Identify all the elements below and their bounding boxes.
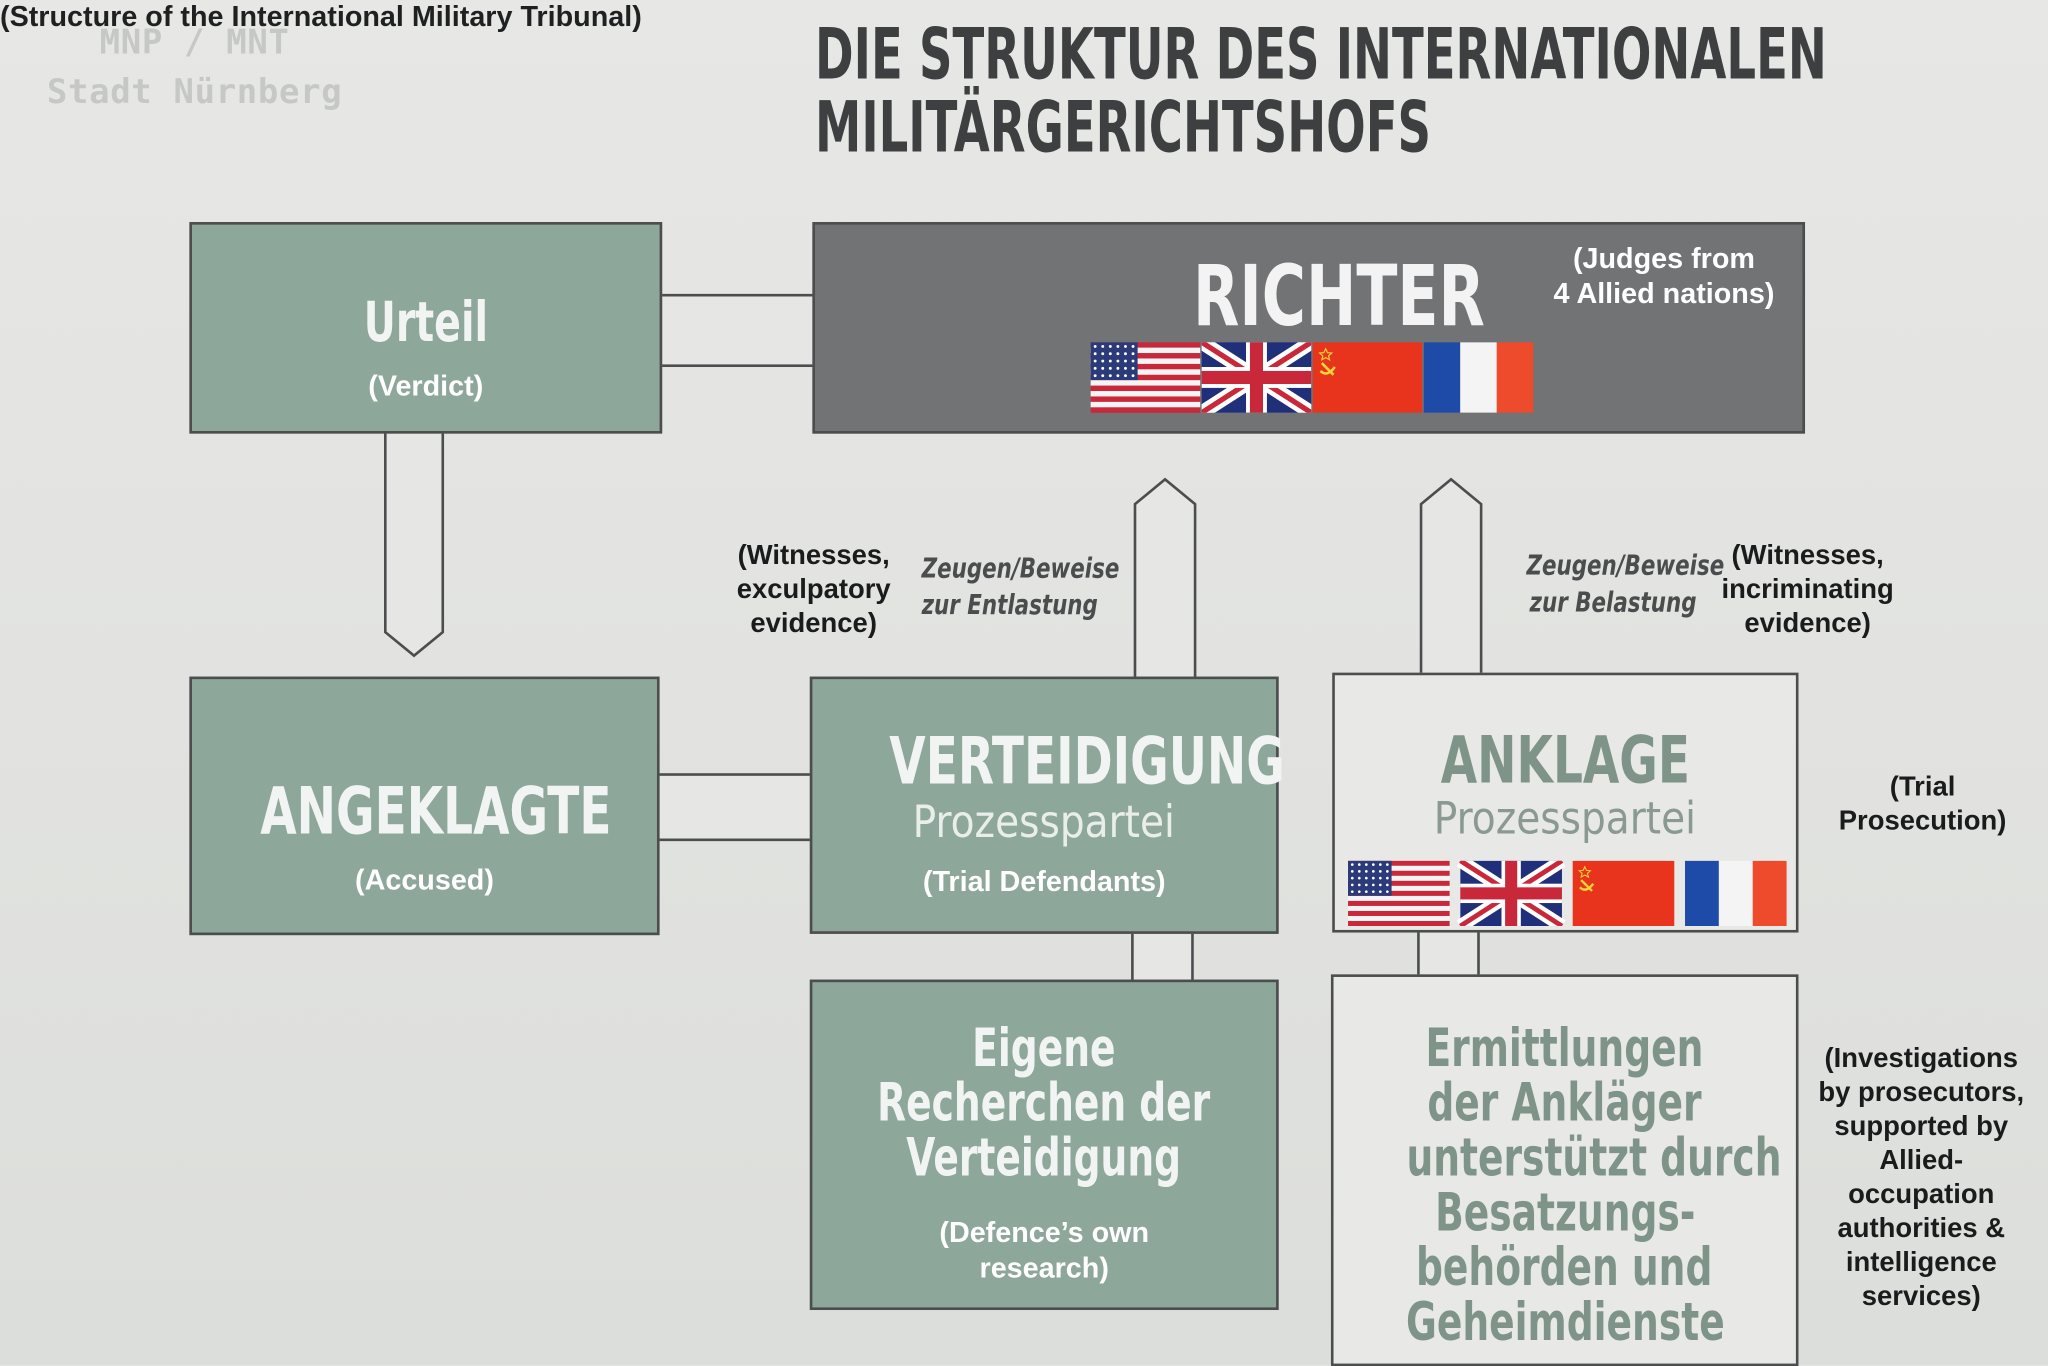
- annotation-investigations-line4: Allied-: [1879, 1145, 1964, 1176]
- ermittlungen-line6: Geheimdienste: [1405, 1293, 1725, 1354]
- annotation-exculpatory-english-line2: exculpatory: [736, 574, 891, 605]
- annotation-entlastung-german: Zeugen/Beweise zur Entlastung: [921, 550, 1120, 623]
- annotation-incriminating-english-line3: evidence): [1744, 608, 1871, 639]
- ermittlungen-line4: Besatzungs-: [1434, 1183, 1695, 1244]
- urteil-title: Urteil: [363, 289, 488, 354]
- box-urteil: Urteil (Verdict): [189, 222, 663, 434]
- ermittlungen-line2: der Ankläger: [1427, 1073, 1702, 1134]
- eigene-english-line2: research): [979, 1251, 1109, 1284]
- annotation-exculpatory-english-line1: (Witnesses,: [737, 540, 890, 571]
- page-subtitle: (Structure of the International Military…: [0, 0, 642, 33]
- eigene-english: (Defence’s own research): [812, 1215, 1276, 1286]
- connector-anklage-ermittlungen: [1417, 929, 1480, 980]
- urteil-english: (Verdict): [368, 369, 484, 403]
- annotation-investigations-line6: authorities &: [1837, 1213, 2006, 1244]
- watermark-line2: Stadt Nürnberg: [46, 73, 343, 113]
- france-flag: [1685, 860, 1787, 927]
- annotation-investigations-line8: services): [1861, 1281, 1981, 1312]
- anklage-title: ANKLAGE: [1440, 722, 1690, 799]
- annotation-entlastung-line1: Zeugen/Beweise: [921, 552, 1120, 584]
- title-line2: MILITÄRGERICHTSHOFS: [815, 86, 1432, 169]
- annotation-investigations-line1: (Investigations: [1824, 1043, 2019, 1074]
- angeklagte-title: ANGEKLAGTE: [260, 773, 612, 849]
- annotation-investigations-line3: supported by: [1834, 1111, 2009, 1142]
- eigene-english-line1: (Defence’s own: [939, 1215, 1150, 1249]
- annotation-entlastung-line2: zur Entlastung: [921, 589, 1098, 621]
- box-angeklagte: ANGEKLAGTE (Accused): [189, 676, 660, 936]
- ermittlungen-line1: Ermittlungen: [1425, 1018, 1704, 1079]
- arrow-anklage-to-richter: [1419, 477, 1483, 682]
- annotation-trial-prosecution-line1: (Trial: [1889, 771, 1956, 802]
- box-ermittlungen: Ermittlungen der Ankläger unterstützt du…: [1330, 974, 1799, 1366]
- usa-flag: [1348, 860, 1450, 927]
- richter-english-line2: 4 Allied nations): [1553, 276, 1775, 310]
- page-title: DIE STRUKTUR DES INTERNATIONALEN MILITÄR…: [815, 18, 1990, 164]
- anklage-subtitle: Prozesspartei: [1434, 792, 1697, 846]
- verteidigung-title: VERTEIDIGUNG: [889, 723, 1285, 800]
- arrow-verteidigung-to-richter: [1133, 477, 1197, 682]
- ermittlungen-line5: behörden und: [1416, 1238, 1713, 1299]
- ussr-flag: [1572, 860, 1675, 927]
- box-eigene-recherchen: Eigene Recherchen der Verteidigung (Defe…: [809, 979, 1279, 1311]
- connector-urteil-richter: [658, 293, 818, 368]
- annotation-incriminating-english: (Witnesses, incriminating evidence): [1711, 539, 1904, 641]
- annotation-investigations-line2: by prosecutors,: [1818, 1077, 2025, 1108]
- connector-verteidigung-eigene: [1131, 931, 1194, 984]
- ussr-flag: [1312, 342, 1423, 413]
- eigene-line2: Recherchen der: [877, 1073, 1211, 1134]
- annotation-incriminating-english-line1: (Witnesses,: [1731, 540, 1884, 571]
- watermark: MNP / MNT Stadt Nürnberg: [18, 18, 371, 117]
- verteidigung-english: (Trial Defendants): [922, 864, 1166, 898]
- verteidigung-subtitle: Prozesspartei: [913, 796, 1176, 849]
- arrow-urteil-to-angeklagte: [383, 429, 445, 658]
- title-line1: DIE STRUKTUR DES INTERNATIONALEN: [815, 13, 1827, 96]
- annotation-incriminating-english-line2: incriminating: [1721, 574, 1894, 605]
- annotation-investigations: (Investigations by prosecutors, supporte…: [1802, 1042, 2040, 1314]
- richter-title: RICHTER: [1193, 249, 1485, 347]
- annotation-exculpatory-english: (Witnesses, exculpatory evidence): [727, 539, 899, 641]
- box-verteidigung: VERTEIDIGUNG Prozesspartei (Trial Defend…: [809, 676, 1285, 934]
- usa-flag: [1090, 342, 1201, 413]
- annotation-belastung-line2: zur Belastung: [1529, 586, 1697, 618]
- angeklagte-english: (Accused): [355, 863, 494, 896]
- richter-english-line1: (Judges from: [1572, 241, 1755, 275]
- eigene-line3: Verteidigung: [906, 1128, 1182, 1189]
- annotation-trial-prosecution-line2: Prosecution): [1838, 805, 2007, 836]
- annotation-investigations-line7: intelligence: [1845, 1247, 1997, 1278]
- anklage-flags: [1344, 860, 1791, 927]
- richter-english: (Judges from 4 Allied nations): [1520, 240, 1807, 311]
- box-anklage: ANKLAGE Prozesspartei: [1332, 672, 1799, 933]
- box-richter: RICHTER (Judges from 4 Allied nations): [812, 222, 1807, 434]
- uk-flag: [1201, 342, 1312, 413]
- connector-angeklagte-verteidigung: [656, 773, 814, 842]
- uk-flag: [1456, 860, 1566, 927]
- annotation-trial-prosecution: (Trial Prosecution): [1821, 771, 2025, 839]
- annotation-belastung-german: Zeugen/Beweise zur Belastung: [1526, 547, 1725, 620]
- richter-flags: [1090, 342, 1534, 413]
- eigene-line1: Eigene: [972, 1018, 1116, 1079]
- watermark-line1: MNP / MNT: [99, 23, 290, 63]
- annotation-belastung-line1: Zeugen/Beweise: [1526, 549, 1725, 582]
- france-flag: [1423, 342, 1534, 413]
- annotation-investigations-line5: occupation: [1848, 1179, 1995, 1210]
- ermittlungen-line3: unterstützt durch: [1406, 1128, 1782, 1189]
- annotation-exculpatory-english-line3: evidence): [750, 608, 877, 639]
